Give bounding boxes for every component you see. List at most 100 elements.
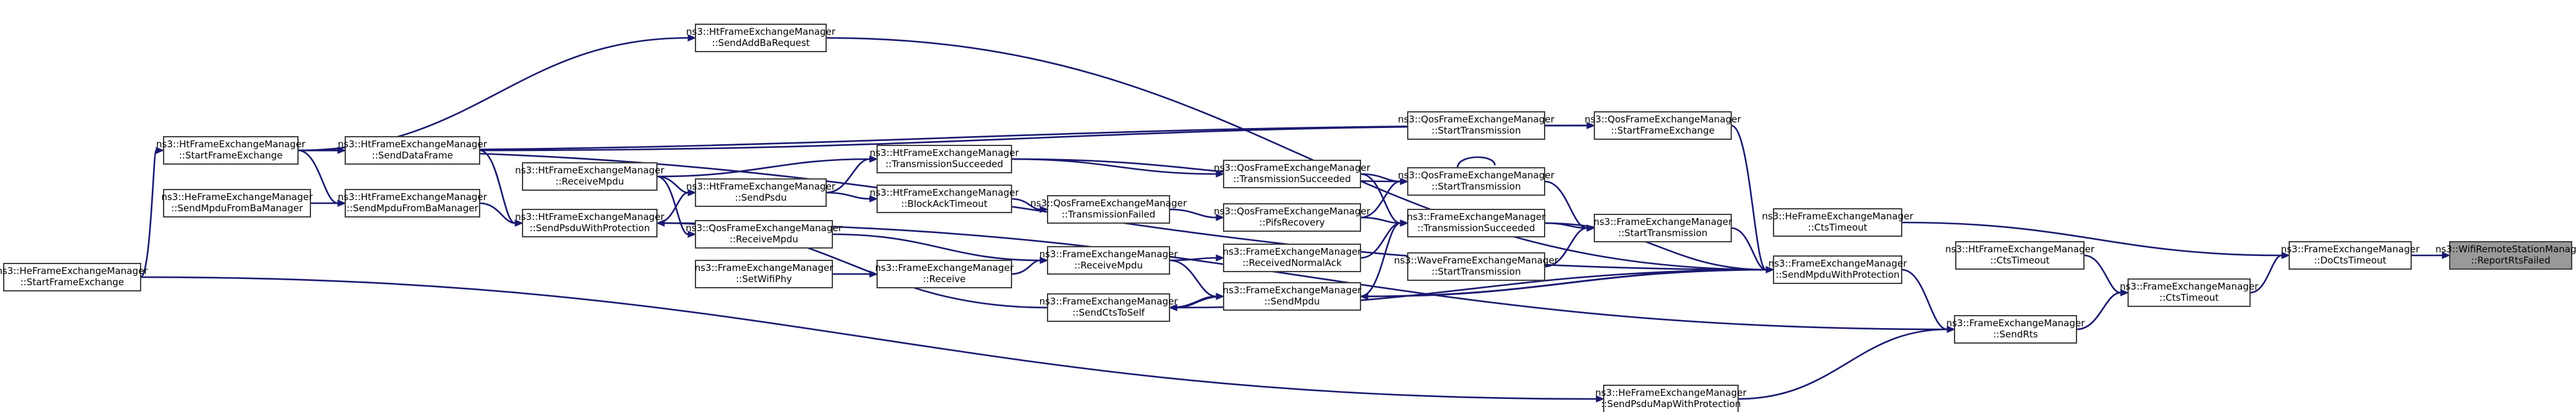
node-label: ::StartFrameExchange [21, 277, 124, 288]
node-label: ::BlockAckTimeout [901, 198, 988, 209]
function-node[interactable]: ns3::FrameExchangeManager::TransmissionS… [1407, 209, 1546, 237]
call-edge [825, 37, 1767, 271]
call-edge [1544, 180, 1588, 229]
node-box [1773, 255, 1902, 284]
call-edge [1731, 227, 1767, 271]
function-node[interactable]: ns3::QosFrameExchangeManager::StartFrame… [1584, 111, 1742, 140]
function-node[interactable]: ns3::FrameExchangeManager::Receive [875, 260, 1015, 288]
function-node[interactable]: ns3::FrameExchangeManager::SendCtsToSelf [1039, 293, 1179, 322]
function-node[interactable]: ns3::QosFrameExchangeManager::StartTrans… [1398, 111, 1555, 140]
function-node[interactable]: ns3::HtFrameExchangeManager::ReceiveMpdu [515, 162, 665, 191]
node-box [1407, 252, 1545, 281]
call-edge [1731, 124, 1767, 271]
function-node[interactable]: ns3::FrameExchangeManager::ReceivedNorma… [1223, 244, 1362, 272]
node-label: ::CtsTimeout [1990, 255, 2050, 266]
function-node[interactable]: ns3::FrameExchangeManager::SendMpdu [1223, 282, 1362, 311]
node-label: ::StartFrameExchange [1611, 125, 1715, 136]
node-label: ns3::QosFrameExchangeManager [1214, 162, 1370, 173]
node-label: ns3::HtFrameExchangeManager [338, 191, 488, 203]
arrowhead [1400, 178, 1409, 185]
arrowhead [1216, 254, 1225, 262]
function-node[interactable]: ns3::QosFrameExchangeManager::StartTrans… [1398, 167, 1555, 196]
node-label: ::StartTransmission [1431, 125, 1521, 136]
arrowhead [514, 219, 524, 227]
node-label: ::StartTransmission [1431, 266, 1521, 277]
node-label: ns3::FrameExchangeManager [1769, 258, 1908, 269]
call-edge [1544, 227, 1588, 268]
node-box [695, 178, 827, 207]
function-node[interactable]: ns3::QosFrameExchangeManager::Transmissi… [1030, 195, 1188, 224]
call-edge [656, 222, 1948, 331]
call-edge [1544, 222, 1588, 229]
arrowhead [1216, 170, 1225, 178]
node-box [876, 145, 1012, 173]
call-edge [2083, 254, 2121, 294]
function-node[interactable]: ns3::FrameExchangeManager::SendMpduWithP… [1769, 255, 1908, 284]
node-box [1594, 214, 1732, 242]
call-edges [139, 34, 2451, 403]
node-label: ::SendPsduWithProtection [529, 222, 649, 234]
node-label: ::StartTransmission [1431, 181, 1521, 192]
function-node[interactable]: ns3::HeFrameExchangeManager::StartFrameE… [0, 263, 148, 291]
function-node[interactable]: ns3::FrameExchangeManager::SetWifiPhy [695, 260, 834, 288]
node-label: ns3::WifiRemoteStationManager [2435, 244, 2576, 255]
node-label: ns3::WaveFrameExchangeManager [1394, 255, 1559, 266]
function-node[interactable]: ns3::HtFrameExchangeManager::SendDataFra… [338, 136, 488, 165]
node-box [1223, 160, 1361, 188]
node-label: ::SendAddBaRequest [712, 37, 809, 48]
function-node[interactable]: ns3::HtFrameExchangeManager::SendPsdu [686, 178, 836, 207]
node-label: ns3::FrameExchangeManager [1223, 285, 1362, 296]
function-node[interactable]: ns3::QosFrameExchangeManager::ReceiveMpd… [686, 220, 843, 249]
node-label: ::SendPsdu [735, 192, 787, 203]
function-node[interactable]: ns3::QosFrameExchangeManager::PifsRecove… [1214, 203, 1371, 232]
node-box [522, 209, 658, 237]
function-node[interactable]: ns3::HeFrameExchangeManager::CtsTimeout [1762, 208, 1913, 237]
node-label: ::SendMpdu [1264, 296, 1319, 307]
node-label: ns3::QosFrameExchangeManager [1584, 114, 1741, 125]
function-node[interactable]: ns3::HtFrameExchangeManager::SendMpduFro… [338, 189, 488, 217]
node-label: ns3::HeFrameExchangeManager [1762, 211, 1913, 222]
function-node[interactable]: ns3::QosFrameExchangeManager::Transmissi… [1214, 160, 1371, 188]
node-label: ns3::FrameExchangeManager [2281, 244, 2420, 255]
node-label: ns3::HtFrameExchangeManager [686, 181, 836, 192]
node-label: ns3::HeFrameExchangeManager [0, 265, 148, 277]
arrowhead [869, 195, 878, 203]
node-label: ::ReceivedNormalAck [1242, 257, 1342, 268]
function-node[interactable]: ns3::FrameExchangeManager::SendRts [1946, 315, 2086, 344]
node-box [1603, 385, 1739, 412]
function-node[interactable]: ns3::FrameExchangeManager::CtsTimeout [2120, 278, 2259, 307]
self-loop-edge [1456, 156, 1496, 168]
function-node[interactable]: ns3::HtFrameExchangeManager::Transmissio… [870, 145, 1020, 173]
focus-node[interactable]: ns3::WifiRemoteStationManager::ReportRts… [2435, 241, 2576, 270]
call-edge [2249, 254, 2282, 294]
node-box [2127, 278, 2251, 307]
node-label: ::SendCtsToSelf [1072, 307, 1145, 318]
node-label: ns3::FrameExchangeManager [1407, 211, 1546, 222]
function-node[interactable]: ns3::HtFrameExchangeManager::SendAddBaRe… [686, 24, 836, 52]
node-box [163, 136, 299, 165]
function-node[interactable]: ns3::HtFrameExchangeManager::BlockAckTim… [870, 185, 1020, 213]
call-edge [1011, 259, 1041, 275]
node-box [1047, 246, 1170, 275]
function-node[interactable]: ns3::HtFrameExchangeManager::CtsTimeout [1945, 241, 2095, 270]
call-edge [479, 202, 516, 224]
node-label: ns3::HeFrameExchangeManager [1595, 387, 1747, 398]
node-label: ::DoCtsTimeout [2314, 255, 2386, 266]
function-node[interactable]: ns3::WaveFrameExchangeManager::StartTran… [1394, 252, 1559, 281]
arrowhead [2281, 252, 2290, 259]
function-node[interactable]: ns3::HeFrameExchangeManager::SendPsduMap… [1595, 385, 1747, 412]
node-label: ns3::FrameExchangeManager [1223, 246, 1362, 257]
node-box [2289, 241, 2412, 270]
node-label: ::ReceiveMpdu [1074, 260, 1143, 271]
node-box [345, 136, 480, 165]
node-label: ns3::QosFrameExchangeManager [1030, 198, 1187, 209]
function-node[interactable]: ns3::HeFrameExchangeManager::SendMpduFro… [161, 189, 313, 217]
function-node[interactable]: ns3::FrameExchangeManager::ReceiveMpdu [1039, 246, 1179, 275]
function-node[interactable]: ns3::FrameExchangeManager::StartTransmis… [1594, 214, 1733, 242]
arrowhead [656, 219, 665, 227]
function-node[interactable]: ns3::HtFrameExchangeManager::StartFrameE… [156, 136, 306, 165]
call-edge [139, 149, 157, 278]
function-node[interactable]: ns3::HtFrameExchangeManager::SendPsduWit… [515, 209, 665, 237]
function-node[interactable]: ns3::FrameExchangeManager::DoCtsTimeout [2281, 241, 2420, 270]
